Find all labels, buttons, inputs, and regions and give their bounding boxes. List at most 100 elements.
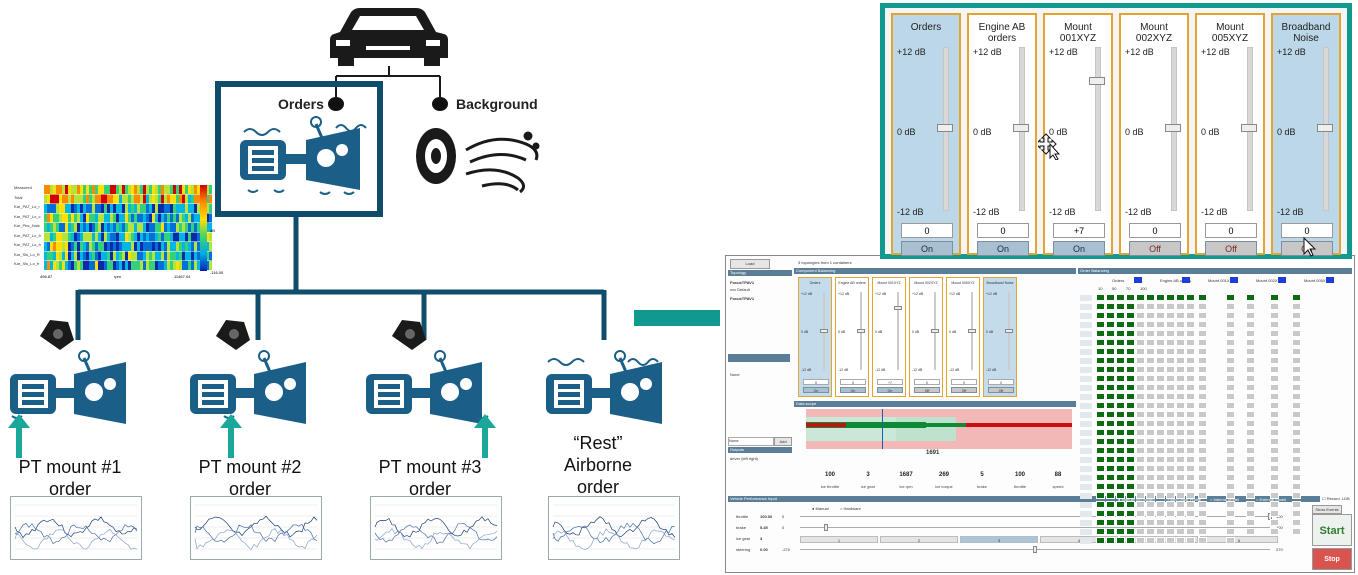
matrix-cell[interactable]	[1146, 420, 1155, 427]
matrix-cell[interactable]	[1136, 411, 1145, 418]
matrix-cell[interactable]	[1136, 312, 1145, 319]
gain-value-field[interactable]: 0	[1205, 223, 1257, 238]
mini-value-field[interactable]: 0	[840, 379, 866, 385]
matrix-cell[interactable]	[1246, 483, 1255, 490]
channel-toggle-button[interactable]: On	[977, 241, 1029, 256]
matrix-cell[interactable]	[1166, 537, 1175, 544]
matrix-cell[interactable]	[1226, 465, 1235, 472]
gain-slider-thumb[interactable]	[1089, 76, 1105, 85]
matrix-cell[interactable]	[1146, 411, 1155, 418]
matrix-cell[interactable]	[1166, 519, 1175, 526]
matrix-cell[interactable]	[1106, 303, 1115, 310]
matrix-cell[interactable]	[1116, 393, 1125, 400]
matrix-cell[interactable]	[1198, 474, 1207, 481]
matrix-cell[interactable]	[1126, 501, 1135, 508]
matrix-cell[interactable]	[1096, 411, 1105, 418]
matrix-cell[interactable]	[1106, 447, 1115, 454]
matrix-cell[interactable]	[1126, 483, 1135, 490]
matrix-cell[interactable]	[1146, 438, 1155, 445]
matrix-cell[interactable]	[1156, 321, 1165, 328]
matrix-cell[interactable]	[1156, 303, 1165, 310]
matrix-cell[interactable]	[1176, 303, 1185, 310]
matrix-cell[interactable]	[1186, 501, 1195, 508]
matrix-cell[interactable]	[1176, 519, 1185, 526]
matrix-cell[interactable]	[1198, 510, 1207, 517]
matrix-cell[interactable]	[1246, 519, 1255, 526]
matrix-cell[interactable]	[1106, 339, 1115, 346]
matrix-cell[interactable]	[1166, 303, 1175, 310]
matrix-cell[interactable]	[1270, 321, 1279, 328]
mode-option[interactable]: ○ External Model	[1256, 497, 1286, 502]
matrix-cell[interactable]	[1146, 537, 1155, 544]
matrix-cell[interactable]	[1246, 366, 1255, 373]
gear-button[interactable]: 3	[960, 536, 1038, 543]
matrix-cell[interactable]	[1292, 366, 1301, 373]
matrix-cell[interactable]	[1176, 528, 1185, 535]
matrix-cell[interactable]	[1156, 330, 1165, 337]
matrix-cell[interactable]	[1116, 321, 1125, 328]
matrix-cell[interactable]	[1136, 537, 1145, 544]
matrix-cell[interactable]	[1096, 321, 1105, 328]
matrix-cell[interactable]	[1270, 312, 1279, 319]
matrix-cell[interactable]	[1116, 447, 1125, 454]
matrix-cell[interactable]	[1136, 348, 1145, 355]
matrix-cell[interactable]	[1136, 519, 1145, 526]
matrix-cell[interactable]	[1116, 411, 1125, 418]
matrix-cell[interactable]	[1246, 429, 1255, 436]
matrix-cell[interactable]	[1116, 492, 1125, 499]
matrix-cell[interactable]	[1292, 330, 1301, 337]
matrix-cell[interactable]	[1146, 330, 1155, 337]
matrix-cell[interactable]	[1166, 429, 1175, 436]
matrix-cell[interactable]	[1176, 357, 1185, 364]
matrix-cell[interactable]	[1156, 384, 1165, 391]
gain-value-field[interactable]: +7	[1053, 223, 1105, 238]
matrix-cell[interactable]	[1270, 447, 1279, 454]
matrix-cell[interactable]	[1176, 294, 1185, 301]
matrix-cell[interactable]	[1126, 312, 1135, 319]
matrix-cell[interactable]	[1096, 528, 1105, 535]
matrix-cell[interactable]	[1226, 321, 1235, 328]
matrix-cell[interactable]	[1116, 303, 1125, 310]
gain-slider-thumb[interactable]	[1241, 124, 1257, 132]
matrix-cell[interactable]	[1156, 447, 1165, 454]
matrix-cell[interactable]	[1146, 474, 1155, 481]
control-slider-thumb[interactable]	[1033, 546, 1037, 553]
matrix-cell[interactable]	[1106, 393, 1115, 400]
matrix-cell[interactable]	[1126, 465, 1135, 472]
matrix-cell[interactable]	[1156, 393, 1165, 400]
matrix-cell[interactable]	[1176, 438, 1185, 445]
matrix-cell[interactable]	[1246, 492, 1255, 499]
matrix-cell[interactable]	[1166, 402, 1175, 409]
matrix-cell[interactable]	[1166, 501, 1175, 508]
matrix-cell[interactable]	[1136, 438, 1145, 445]
mini-toggle-button[interactable]: On	[877, 387, 903, 393]
matrix-cell[interactable]	[1186, 339, 1195, 346]
matrix-cell[interactable]	[1246, 501, 1255, 508]
matrix-cell[interactable]	[1270, 465, 1279, 472]
matrix-cell[interactable]	[1292, 312, 1301, 319]
matrix-cell[interactable]	[1156, 528, 1165, 535]
matrix-cell[interactable]	[1106, 519, 1115, 526]
matrix-cell[interactable]	[1198, 465, 1207, 472]
matrix-cell[interactable]	[1146, 294, 1155, 301]
matrix-cell[interactable]	[1166, 465, 1175, 472]
matrix-cell[interactable]	[1270, 510, 1279, 517]
matrix-cell[interactable]	[1116, 456, 1125, 463]
matrix-cell[interactable]	[1126, 492, 1135, 499]
matrix-cell[interactable]	[1226, 501, 1235, 508]
matrix-cell[interactable]	[1186, 519, 1195, 526]
matrix-cell[interactable]	[1166, 474, 1175, 481]
matrix-cell[interactable]	[1146, 519, 1155, 526]
matrix-cell[interactable]	[1270, 438, 1279, 445]
matrix-cell[interactable]	[1156, 510, 1165, 517]
matrix-cell[interactable]	[1146, 492, 1155, 499]
matrix-cell[interactable]	[1226, 438, 1235, 445]
matrix-cell[interactable]	[1198, 348, 1207, 355]
matrix-cell[interactable]	[1226, 447, 1235, 454]
matrix-cell[interactable]	[1270, 303, 1279, 310]
matrix-cell[interactable]	[1270, 375, 1279, 382]
matrix-cell[interactable]	[1226, 393, 1235, 400]
matrix-cell[interactable]	[1186, 420, 1195, 427]
matrix-cell[interactable]	[1166, 456, 1175, 463]
mini-toggle-button[interactable]: Off	[988, 387, 1014, 393]
